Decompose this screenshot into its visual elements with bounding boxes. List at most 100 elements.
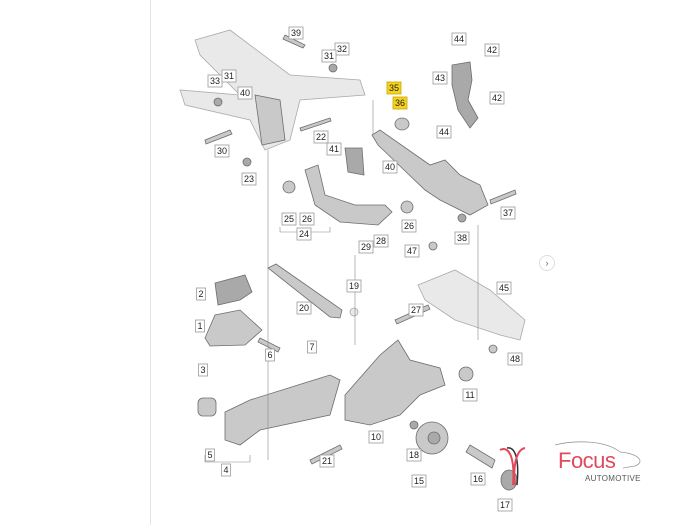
label-number: 30 — [217, 146, 227, 156]
label-number: 22 — [316, 132, 326, 142]
label-number: 3 — [200, 365, 205, 375]
bolt-22 — [299, 117, 332, 132]
part-label-26: 26 — [299, 212, 315, 226]
label-box — [265, 348, 275, 362]
label-number: 40 — [240, 88, 250, 98]
hub-bolt — [465, 444, 496, 469]
bushing-36 — [394, 117, 410, 131]
bushing-11 — [458, 366, 474, 382]
label-box — [411, 474, 427, 488]
bolt-48 — [488, 344, 498, 354]
part-label-35: 35 — [386, 81, 402, 95]
part-label-25: 25 — [281, 212, 297, 226]
label-box — [196, 287, 206, 301]
label-box — [296, 301, 312, 315]
spring-plate-45 — [417, 269, 526, 341]
label-number: 38 — [457, 233, 467, 243]
label-box — [296, 227, 312, 241]
label-box — [436, 125, 452, 139]
upper-arm — [304, 164, 393, 226]
part-label-28: 28 — [373, 234, 389, 248]
page-divider — [150, 0, 151, 525]
label-box — [392, 96, 408, 110]
part-label-17: 17 — [497, 498, 513, 512]
part-label-4: 4 — [221, 463, 231, 477]
label-number: 20 — [299, 303, 309, 313]
label-box — [401, 219, 417, 233]
part-label-47: 47 — [404, 244, 420, 258]
part-label-6: 6 — [265, 348, 275, 362]
link-20 — [267, 263, 343, 319]
label-number: 21 — [322, 456, 332, 466]
part-label-45: 45 — [496, 281, 512, 295]
brand-tagline: AUTOMOTIVE — [585, 474, 641, 483]
part-label-40: 40 — [237, 86, 253, 100]
label-box — [404, 244, 420, 258]
label-number: 32 — [337, 44, 347, 54]
part-label-39: 39 — [288, 26, 304, 40]
leader-lines — [204, 100, 479, 463]
label-box — [313, 130, 329, 144]
nut-18 — [409, 420, 419, 430]
bushing-25 — [282, 180, 296, 194]
bolt-39 — [282, 34, 306, 49]
lower-control-arm — [371, 129, 489, 216]
label-number: 16 — [473, 474, 483, 484]
part-label-2: 2 — [196, 287, 206, 301]
part-label-7: 7 — [307, 340, 317, 354]
part-label-44: 44 — [436, 125, 452, 139]
part-label-16: 16 — [470, 472, 486, 486]
label-box — [326, 142, 342, 156]
label-box — [358, 240, 374, 254]
label-number: 35 — [389, 83, 399, 93]
part-label-3: 3 — [198, 363, 208, 377]
label-number: 44 — [454, 34, 464, 44]
label-number: 2 — [198, 289, 203, 299]
sensor-bracket — [451, 61, 479, 129]
part-label-38: 38 — [454, 231, 470, 245]
label-number: 28 — [376, 236, 386, 246]
part-label-31: 31 — [221, 69, 237, 83]
subframe-bracket — [254, 94, 286, 146]
label-number: 15 — [414, 476, 424, 486]
label-box — [484, 43, 500, 57]
label-number: 1 — [197, 321, 202, 331]
part-label-40: 40 — [382, 160, 398, 174]
parts-drawings — [179, 29, 526, 491]
label-number: 11 — [465, 390, 474, 400]
part-label-5: 5 — [205, 448, 215, 462]
brand-logo — [499, 441, 641, 486]
nut-31 — [328, 63, 338, 73]
bolt-47 — [428, 241, 438, 251]
label-number: 47 — [407, 246, 417, 256]
label-box — [299, 212, 315, 226]
label-box — [496, 281, 512, 295]
wheel-carrier — [344, 339, 446, 426]
part-label-20: 20 — [296, 301, 312, 315]
label-number: 7 — [309, 342, 314, 352]
label-box — [221, 69, 237, 83]
chevron-right-icon[interactable]: › — [539, 255, 555, 271]
label-box — [195, 319, 205, 333]
label-number: 36 — [395, 98, 405, 108]
label-box — [307, 340, 317, 354]
label-number: 31 — [224, 71, 234, 81]
label-box — [281, 212, 297, 226]
label-number: 29 — [361, 242, 371, 252]
bolt-21 — [309, 444, 343, 465]
part-label-23: 23 — [241, 172, 257, 186]
label-box — [470, 472, 486, 486]
label-box — [334, 42, 350, 56]
part-label-11: 11 — [462, 388, 478, 402]
label-number: 26 — [302, 214, 312, 224]
label-box — [321, 49, 337, 63]
label-box — [406, 448, 422, 462]
part-label-29: 29 — [358, 240, 374, 254]
label-number: 31 — [324, 51, 334, 61]
bolt-30 — [204, 129, 233, 145]
part-label-10: 10 — [368, 430, 384, 444]
label-box — [432, 71, 448, 85]
part-label-1: 1 — [195, 319, 205, 333]
